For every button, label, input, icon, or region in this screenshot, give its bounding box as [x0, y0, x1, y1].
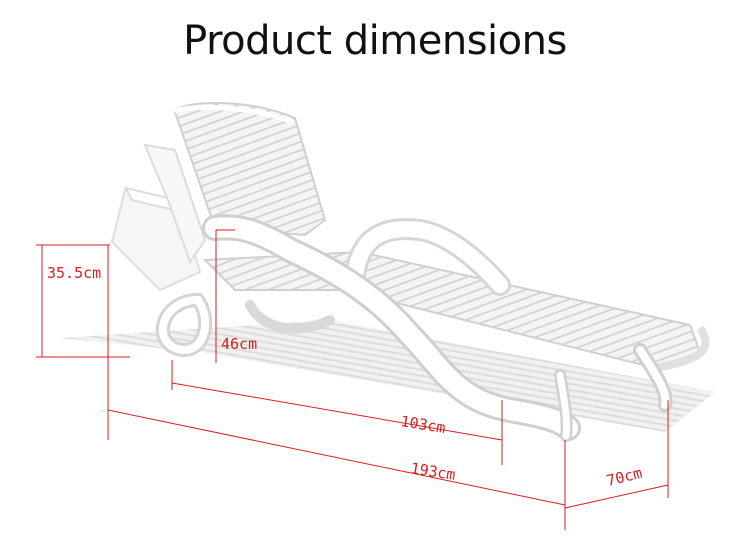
total-length-label: 193cm [409, 459, 456, 484]
seat-length-label: 103cm [399, 412, 446, 437]
floor-shadow [60, 320, 715, 432]
reclined-backrest-positions [110, 143, 207, 292]
backrest [173, 102, 327, 237]
width-label: 70cm [605, 464, 644, 490]
dimension-lines [36, 229, 669, 530]
back-height-label: 35.5cm [47, 264, 101, 282]
page-title: Product dimensions [183, 18, 567, 64]
frame [156, 214, 673, 442]
seat-height-label: 46cm [221, 335, 257, 353]
armrest [344, 218, 511, 296]
